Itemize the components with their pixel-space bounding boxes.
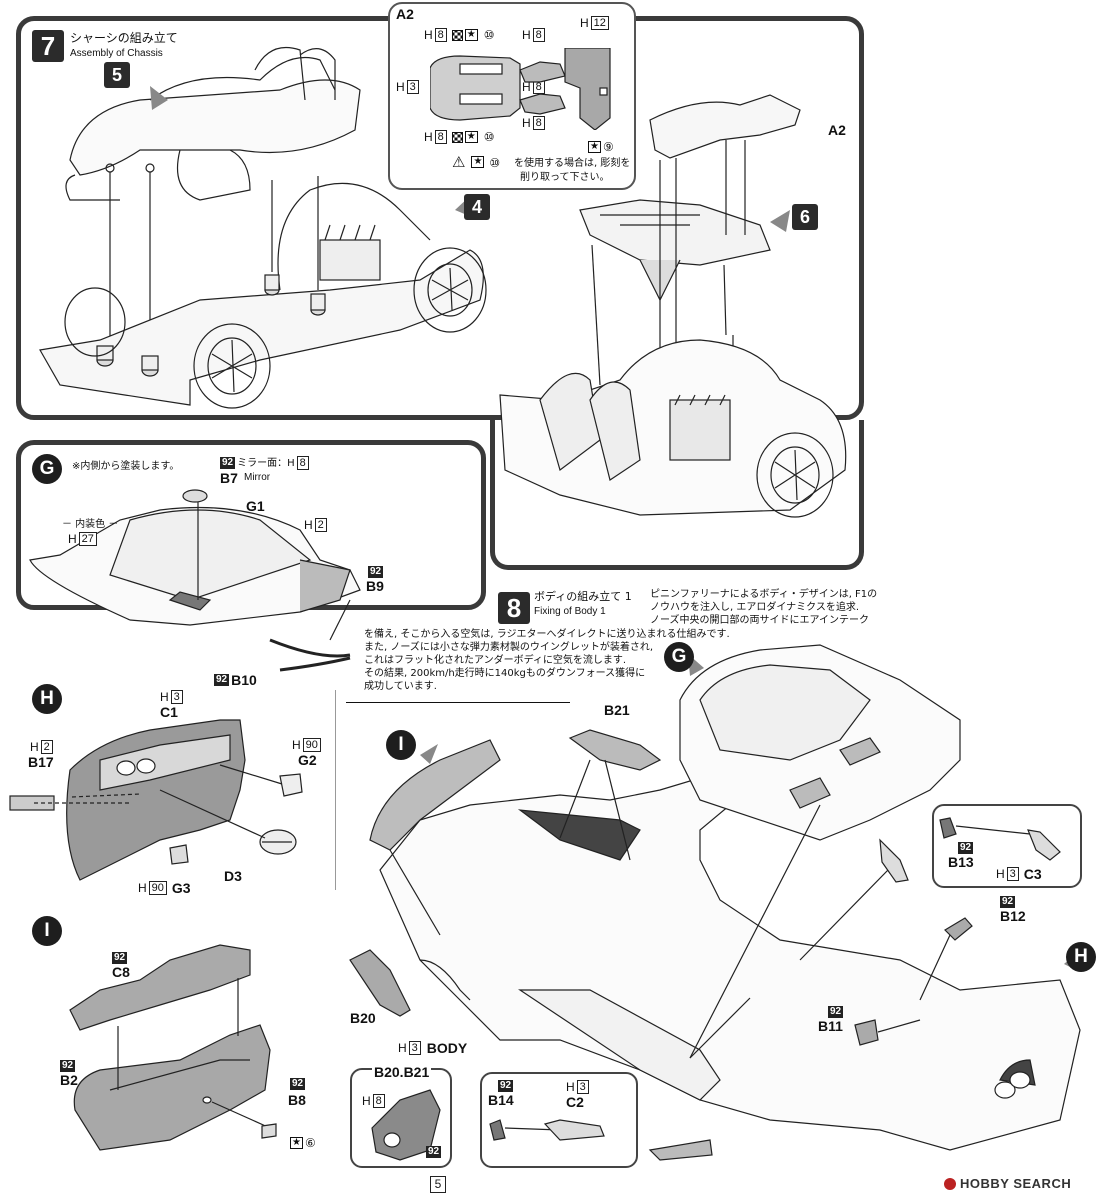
hobby-search-logo-icon bbox=[944, 1177, 956, 1190]
c8-label: C8 bbox=[112, 964, 130, 980]
b14-color: 92 bbox=[498, 1080, 514, 1092]
b8-star6: ★ ⑥ bbox=[290, 1136, 316, 1150]
b2-label: B2 bbox=[60, 1072, 78, 1088]
b8-color: 92 bbox=[290, 1078, 306, 1090]
d3-label: D3 bbox=[224, 868, 242, 884]
step8-desc3: これはフラット化されたアンダーボディに空気を流します. bbox=[364, 655, 627, 666]
sub-assembly-6-badge: 6 bbox=[792, 204, 818, 230]
g-note: ※内側から塗装します。 bbox=[72, 461, 180, 472]
star-icon: ★ bbox=[471, 156, 485, 168]
watermark: HOBBY SEARCH bbox=[944, 1176, 1071, 1191]
b20-label: B20 bbox=[350, 1010, 376, 1026]
step7-title-jp: シャーシの組み立て bbox=[70, 31, 178, 45]
checker-flag-icon bbox=[451, 29, 463, 41]
a2-note-line1: を使用する場合は, 彫刻を bbox=[514, 158, 631, 169]
i-marker: I bbox=[32, 916, 62, 946]
b14-label: B14 bbox=[488, 1092, 514, 1108]
page-number: 5 bbox=[430, 1176, 446, 1193]
b2-color: 92 bbox=[60, 1060, 76, 1072]
b11-label: B11 bbox=[818, 1018, 843, 1034]
b13-color: 92 bbox=[958, 842, 974, 854]
step8-title-en: Fixing of Body 1 bbox=[534, 606, 606, 617]
interior-color-label: － 内装色 － bbox=[62, 519, 119, 530]
step8-desc-right3: ノーズ中央の開口部の両サイドにエアインテーク bbox=[650, 615, 869, 626]
sub-assembly-5-badge: 5 bbox=[104, 62, 130, 88]
step8-desc1: を備え, そこから入る空気は, ラジエターへダイレクトに送り込まれる仕組みです. bbox=[364, 629, 730, 640]
g2-label: G2 bbox=[298, 752, 317, 768]
a2-note-line2: 削り取って下さい。 bbox=[520, 172, 610, 183]
a2-inset-label: A2 bbox=[396, 6, 414, 22]
step8-desc2: また, ノーズには小さな弾力素材製のウイングレットが装着され, bbox=[364, 642, 654, 653]
b10: 92 B10 bbox=[214, 672, 257, 688]
body-g-marker: G bbox=[664, 642, 694, 672]
a2-star9: ★ ⑨ bbox=[588, 140, 614, 154]
star-icon: ★ bbox=[464, 29, 478, 41]
star-icon: ★ bbox=[588, 141, 601, 153]
g-marker: G bbox=[32, 454, 62, 484]
b20-b21-title: B20.B21 bbox=[372, 1064, 432, 1080]
b7-color: 92 ミラー面：H 8 bbox=[220, 456, 309, 470]
body-h-marker: H bbox=[1066, 942, 1096, 972]
g1-label: G1 bbox=[246, 498, 265, 514]
step8-number: 8 bbox=[498, 592, 530, 624]
a2-warning-note: ⚠ ★ ⑩ bbox=[452, 154, 501, 171]
warning-icon: ⚠ bbox=[452, 154, 466, 171]
checker-flag-icon bbox=[451, 131, 463, 143]
step8-desc5: 成功しています. bbox=[364, 681, 437, 692]
b12-color: 92 bbox=[1000, 896, 1016, 908]
h-marker: H bbox=[32, 684, 62, 714]
c1-label: C1 bbox=[160, 704, 178, 720]
step8-desc-right1: ピニンファリーナによるボディ・デザインは, F1の bbox=[650, 589, 878, 600]
b14-c2-callout bbox=[480, 1072, 638, 1168]
b7-mirror-en: Mirror bbox=[244, 472, 271, 483]
step8-desc4: その結果, 200km/h走行時に140kgものダウンフォース獲得に bbox=[364, 668, 646, 679]
b13-c3-callout bbox=[932, 804, 1082, 888]
b13-label: B13 bbox=[948, 854, 974, 870]
c2-label: C2 bbox=[566, 1094, 584, 1110]
a2-label-right: A2 bbox=[828, 122, 846, 138]
b8-label: B8 bbox=[288, 1092, 306, 1108]
b20-b21-color: 92 bbox=[426, 1146, 442, 1158]
step8-title-jp: ボディの組み立て 1 bbox=[534, 590, 632, 603]
b9-label: B9 bbox=[366, 578, 384, 594]
body-i-marker: I bbox=[386, 730, 416, 760]
b21-label: B21 bbox=[604, 702, 630, 718]
h-box-frame bbox=[16, 690, 336, 890]
b17-label: B17 bbox=[28, 754, 54, 770]
a2-exhaust-drawing bbox=[430, 48, 615, 130]
step8-desc-right2: ノウハウを注入し, エアロダイナミクスを追求. bbox=[650, 602, 860, 613]
star-icon: ★ bbox=[464, 131, 478, 143]
step7-title-en: Assembly of Chassis bbox=[70, 48, 163, 59]
step7-right-frame bbox=[490, 420, 864, 570]
b7-label: B7 bbox=[220, 470, 238, 486]
sub-assembly-4-badge: 4 bbox=[464, 194, 490, 220]
b11-color: 92 bbox=[828, 1006, 844, 1018]
step7-number: 7 bbox=[32, 30, 64, 62]
star-icon: ★ bbox=[290, 1137, 303, 1149]
b9-color: 92 bbox=[368, 566, 384, 578]
b12-label: B12 bbox=[1000, 908, 1026, 924]
step8-separator bbox=[346, 702, 570, 703]
c8-color: 92 bbox=[112, 952, 128, 964]
